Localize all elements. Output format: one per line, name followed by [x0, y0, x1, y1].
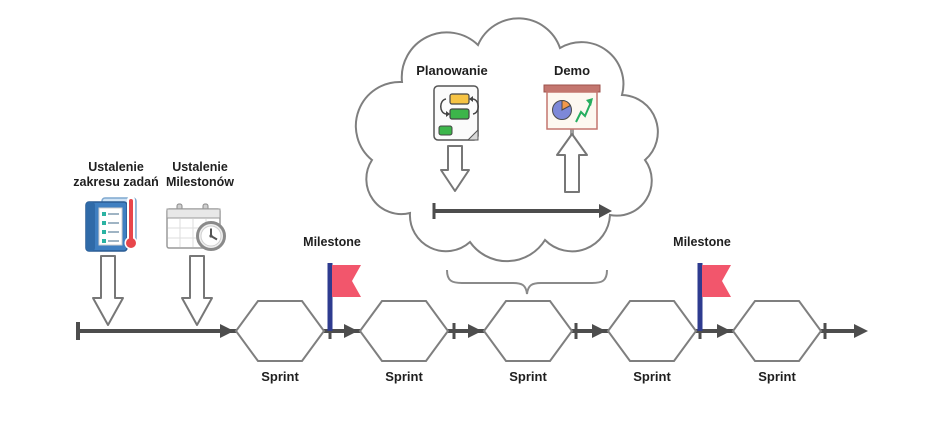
sprint-hexagon [358, 300, 450, 362]
milestones-setup-label: Ustalenie Milestonów [165, 160, 235, 189]
milestone-label: Milestone [303, 235, 361, 249]
down-arrow-planning-icon [440, 145, 470, 192]
calendar-clock-icon [166, 203, 226, 251]
sprint-hexagon [482, 300, 574, 362]
scope-task-label: Ustalenie zakresu zadań [73, 160, 159, 189]
sprint-hexagon [606, 300, 698, 362]
sprint-label: Sprint [385, 369, 423, 384]
milestone-flag-icon [327, 263, 361, 331]
sprint-label: Sprint [261, 369, 299, 384]
down-arrow-scope-icon [92, 255, 124, 326]
notebook-icon [85, 196, 138, 252]
sprint-hexagon [234, 300, 326, 362]
demo-label: Demo [553, 63, 591, 78]
sprint-label: Sprint [509, 369, 547, 384]
down-arrow-milestones-icon [181, 255, 213, 326]
sprint-label: Sprint [633, 369, 671, 384]
sprint-hexagon [731, 300, 823, 362]
milestone-flag-icon [697, 263, 731, 331]
cloud-shape [354, 17, 659, 263]
planning-label: Planowanie [416, 63, 488, 78]
cloud-timeline-arrow [432, 203, 612, 219]
curly-brace [446, 269, 608, 295]
planning-icon [433, 85, 479, 141]
main-timeline-arrow [76, 322, 868, 340]
milestone-label: Milestone [673, 235, 731, 249]
up-arrow-demo-icon [556, 133, 588, 193]
sprint-label: Sprint [758, 369, 796, 384]
